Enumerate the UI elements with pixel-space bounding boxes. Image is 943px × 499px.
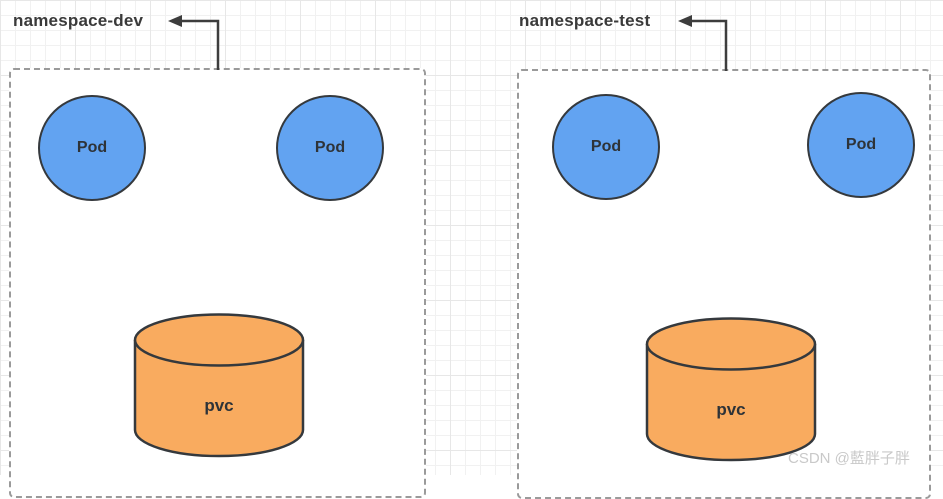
csdn-watermark: CSDN @藍胖子胖 bbox=[788, 450, 910, 467]
pod-label: Pod bbox=[845, 136, 877, 153]
pod-node: Pod bbox=[276, 95, 384, 201]
pod-label: Pod bbox=[314, 139, 346, 156]
pod-node: Pod bbox=[807, 92, 915, 198]
namespace-dev-label: namespace-dev bbox=[13, 11, 144, 30]
left-arrow-elbow-icon bbox=[168, 15, 220, 70]
cylinder-icon bbox=[133, 313, 305, 458]
pvc-label: pvc bbox=[204, 396, 234, 415]
pvc-label: pvc bbox=[716, 400, 746, 419]
pvc-node: pvc bbox=[645, 316, 817, 462]
left-arrow-elbow-icon bbox=[678, 15, 728, 71]
pod-node: Pod bbox=[38, 95, 146, 201]
cylinder-icon bbox=[645, 317, 817, 462]
namespace-test-label: namespace-test bbox=[519, 11, 651, 30]
pod-label: Pod bbox=[590, 138, 622, 155]
pvc-node: pvc bbox=[133, 312, 305, 458]
pod-node: Pod bbox=[552, 94, 660, 200]
pod-label: Pod bbox=[76, 139, 108, 156]
